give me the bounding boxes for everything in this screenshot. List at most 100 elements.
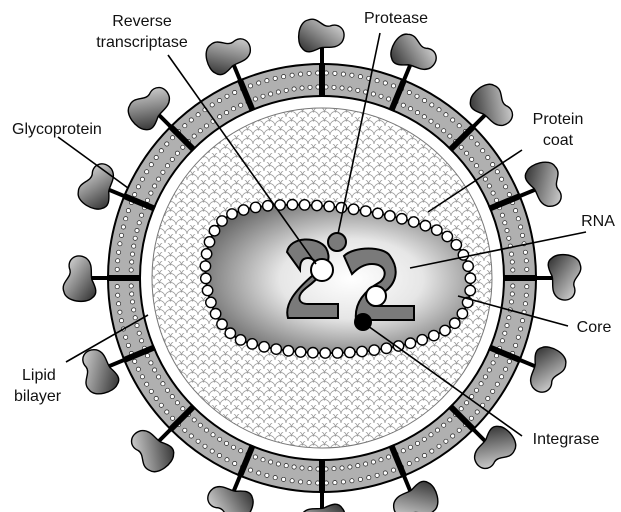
lipid-head: [495, 382, 499, 386]
lipid-head: [282, 75, 286, 79]
lipid-head: [149, 191, 153, 195]
lipid-head: [415, 94, 419, 98]
lipid-head: [124, 217, 128, 221]
lipid-head: [422, 98, 426, 102]
lipid-head: [153, 184, 157, 188]
lipid-head: [130, 260, 134, 264]
lipid-head: [525, 267, 529, 271]
glycoprotein-spike: [532, 255, 581, 300]
lipid-head: [273, 76, 277, 80]
core-bead: [465, 285, 475, 295]
lipid-head: [507, 236, 511, 240]
lipid-head: [265, 79, 269, 83]
core-bead: [312, 200, 322, 210]
glycoprotein-knob: [299, 19, 344, 52]
lipid-head: [204, 124, 208, 128]
core-bead: [283, 346, 293, 356]
lipid-head: [507, 193, 511, 197]
core-bead: [235, 335, 245, 345]
lipid-head: [165, 164, 169, 168]
lipid-head: [341, 480, 345, 484]
lipid-head: [292, 465, 296, 469]
lipid-head: [154, 396, 158, 400]
label-rna: RNA: [581, 213, 615, 230]
lipid-head: [307, 481, 311, 485]
lipid-head: [116, 259, 120, 263]
lipid-head: [367, 476, 371, 480]
lipid-head: [149, 361, 153, 365]
lipid-head: [475, 142, 479, 146]
lipid-head: [487, 368, 491, 372]
lipid-head: [504, 367, 508, 371]
lipid-head: [145, 354, 149, 358]
lipid-head: [149, 163, 153, 167]
lipid-head: [137, 331, 141, 335]
lipid-head: [170, 157, 174, 161]
lipid-head: [474, 164, 478, 168]
core-bead: [287, 200, 297, 210]
lipid-head: [356, 88, 360, 92]
lipid-head: [210, 103, 214, 107]
lipid-head: [444, 439, 448, 443]
glycoprotein-knob: [388, 478, 442, 512]
lipid-head: [300, 466, 304, 470]
core-bead: [295, 347, 305, 357]
lipid-head: [269, 460, 273, 464]
lipid-head: [273, 476, 277, 480]
protease-molecule: [328, 233, 346, 251]
lipid-head: [391, 84, 395, 88]
lipid-head: [133, 316, 137, 320]
lipid-head: [300, 86, 304, 90]
lipid-head: [140, 213, 144, 217]
lipid-head: [170, 395, 174, 399]
core-bead: [357, 346, 367, 356]
lipid-head: [520, 233, 524, 237]
lipid-head: [469, 416, 473, 420]
lipid-head: [511, 268, 515, 272]
lipid-head: [519, 225, 523, 229]
lipid-head: [145, 382, 149, 386]
core-bead: [373, 208, 383, 218]
lipid-head: [225, 94, 229, 98]
core-bead: [409, 217, 419, 227]
lipid-head: [465, 151, 469, 155]
lipid-head: [189, 434, 193, 438]
lipid-head: [265, 473, 269, 477]
lipid-head: [523, 250, 527, 254]
glycoprotein-knob: [203, 479, 257, 512]
core-bead: [440, 325, 450, 335]
lipid-head: [422, 453, 426, 457]
lipid-head: [196, 439, 200, 443]
core-bead: [442, 231, 452, 241]
lipid-head: [231, 107, 235, 111]
lipid-head: [133, 236, 137, 240]
lipid-head: [505, 228, 509, 232]
lipid-head: [204, 428, 208, 432]
label-protease: Protease: [364, 10, 428, 27]
lipid-head: [159, 149, 163, 153]
lipid-head: [371, 460, 375, 464]
lipid-head: [253, 97, 257, 101]
lipid-head: [348, 87, 352, 91]
lipid-head: [340, 466, 344, 470]
lipid-head: [503, 331, 507, 335]
lipid-head: [308, 85, 312, 89]
lipid-head: [451, 434, 455, 438]
lipid-head: [175, 151, 179, 155]
core-bead: [210, 309, 220, 319]
core-bead: [385, 211, 395, 221]
core-bead: [250, 202, 260, 212]
lipid-head: [364, 462, 368, 466]
lipid-head: [117, 302, 121, 306]
lipid-head: [407, 461, 411, 465]
lipid-head: [261, 458, 265, 462]
glycoprotein-knob: [523, 343, 571, 397]
lipid-head: [140, 339, 144, 343]
lipid-head: [415, 458, 419, 462]
lipid-head: [126, 343, 130, 347]
core-bead: [209, 226, 219, 236]
lipid-head: [126, 209, 130, 213]
lipid-head: [157, 177, 161, 181]
lipid-head: [448, 418, 452, 422]
core-bead: [345, 347, 355, 357]
